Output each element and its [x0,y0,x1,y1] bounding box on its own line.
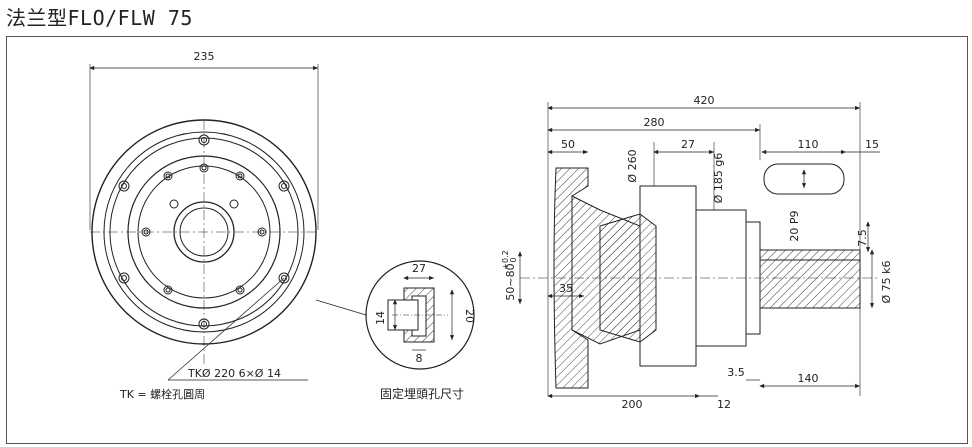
inner-holes [141,163,267,295]
detail-caption: 固定埋頭孔尺寸 [380,386,464,401]
side-view [517,102,880,399]
dim-50: 50 [561,138,575,151]
detail-dim-top: 27 [412,262,426,275]
title-model: FLO/FLW 75 [67,6,193,30]
dim-keyway: 20 P9 [788,210,801,241]
bolt-holes [118,134,290,330]
front-view [89,64,319,381]
dim-110: 110 [798,138,819,151]
title-main: 法兰型 [6,6,68,30]
detail-view [315,260,475,370]
dim-420: 420 [694,94,715,107]
dim-185: Ø 185 g6 [712,153,725,204]
dim-200: 200 [622,398,643,411]
dim-shaft-dia: Ø 75 k6 [880,260,893,303]
detail-dim-bottom: 8 [416,352,423,365]
dim-15: 15 [865,138,879,151]
dim-bore: 50~80 [504,263,517,300]
dim-27: 27 [681,138,695,151]
detail-dim-left: 14 [374,311,387,325]
page-title: 法兰型FLO/FLW 75 [6,2,193,31]
dim-140: 140 [798,372,819,385]
bore-tol-lower: 0 [509,257,518,262]
bore-tol-upper: +0.2 [501,250,510,269]
dim-260: Ø 260 [626,149,639,182]
dim-280: 280 [644,116,665,129]
dim-7-5: 7.5 [856,229,869,247]
dim-12: 12 [717,398,731,411]
dim-35: 35 [559,282,573,295]
dim-235: 235 [194,50,215,63]
drawing-frame [6,36,968,444]
tk-legend: TK = 螺栓孔圓周 [119,387,205,401]
bolt-circle-label: TKØ 220 6×Ø 14 [187,367,281,380]
dim-3-5: 3.5 [727,366,745,379]
detail-dim-right: 20 [463,309,476,323]
